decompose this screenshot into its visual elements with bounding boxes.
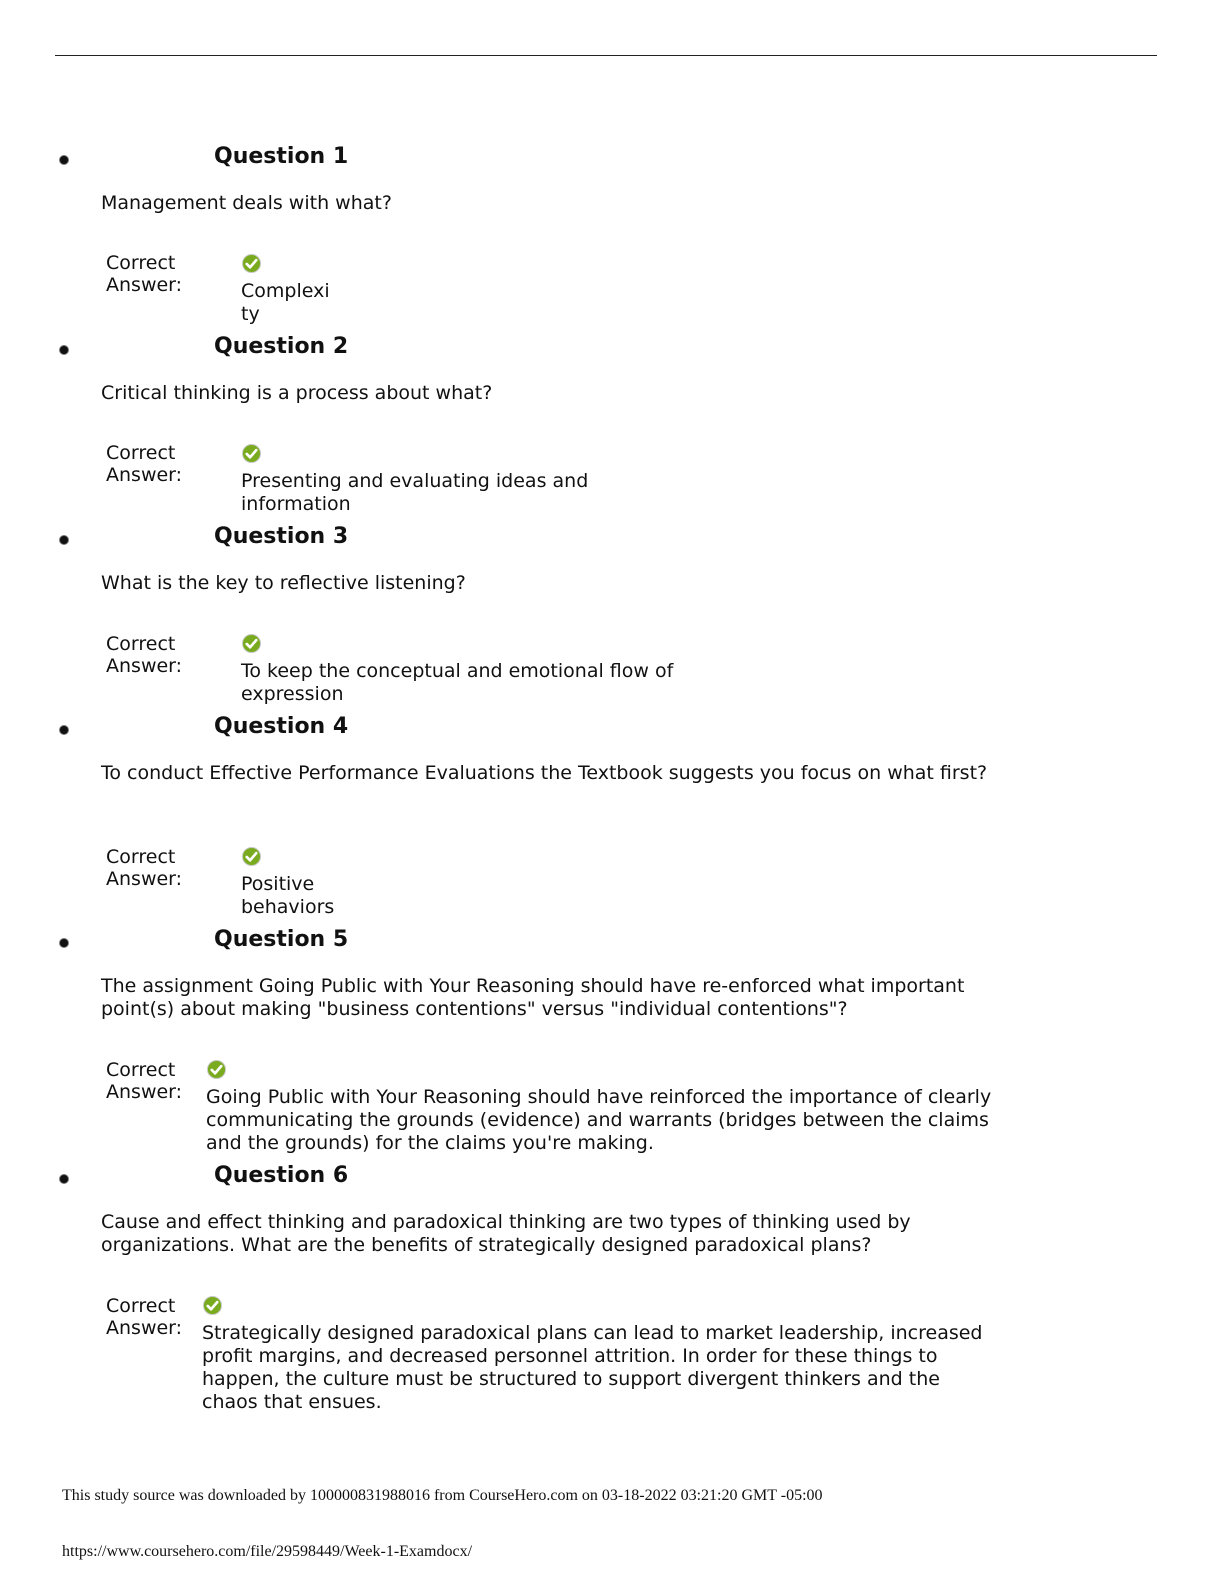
question-text: Critical thinking is a process about wha… [101,382,493,404]
question-title: Question 5 [214,927,349,952]
bullet-icon [60,536,68,544]
answer-text: Going Public with Your Reasoning should … [206,1086,992,1154]
source-url: https://www.coursehero.com/file/29598449… [62,1543,473,1560]
question-text: To conduct Effective Performance Evaluat… [101,762,988,784]
correct-answer-label: Correct Answer: [106,633,183,677]
correct-answer-label: Correct Answer: [106,1059,183,1103]
download-note: This study source was downloaded by 1000… [62,1487,823,1504]
correct-answer-label: Correct Answer: [106,1295,183,1339]
check-circle-icon [207,1060,226,1079]
question-text: Cause and effect thinking and paradoxica… [101,1211,911,1256]
check-circle-icon [242,254,261,273]
question-text: What is the key to reflective listening? [101,572,466,594]
check-circle-icon [242,444,261,463]
bullet-icon [60,726,68,734]
question-title: Question 2 [214,334,349,359]
bullet-icon [60,346,68,354]
answer-text: Positive behaviors [241,873,335,918]
answer-text: Presenting and evaluating ideas and info… [241,470,589,515]
correct-answer-label: Correct Answer: [106,846,183,890]
check-circle-icon [203,1296,222,1315]
top-divider [55,55,1157,56]
question-text: The assignment Going Public with Your Re… [101,975,965,1020]
answer-text: Strategically designed paradoxical plans… [202,1322,983,1413]
check-circle-icon [242,634,261,653]
answer-text: Complexity [241,280,330,325]
question-title: Question 4 [214,714,349,739]
bullet-icon [60,156,68,164]
correct-answer-label: Correct Answer: [106,442,183,486]
question-title: Question 3 [214,524,349,549]
question-text: Management deals with what? [101,192,392,214]
check-circle-icon [242,847,261,866]
bullet-icon [60,1175,68,1183]
question-title: Question 1 [214,144,349,169]
question-title: Question 6 [214,1163,349,1188]
correct-answer-label: Correct Answer: [106,252,183,296]
answer-text: To keep the conceptual and emotional flo… [241,660,674,705]
bullet-icon [60,939,68,947]
